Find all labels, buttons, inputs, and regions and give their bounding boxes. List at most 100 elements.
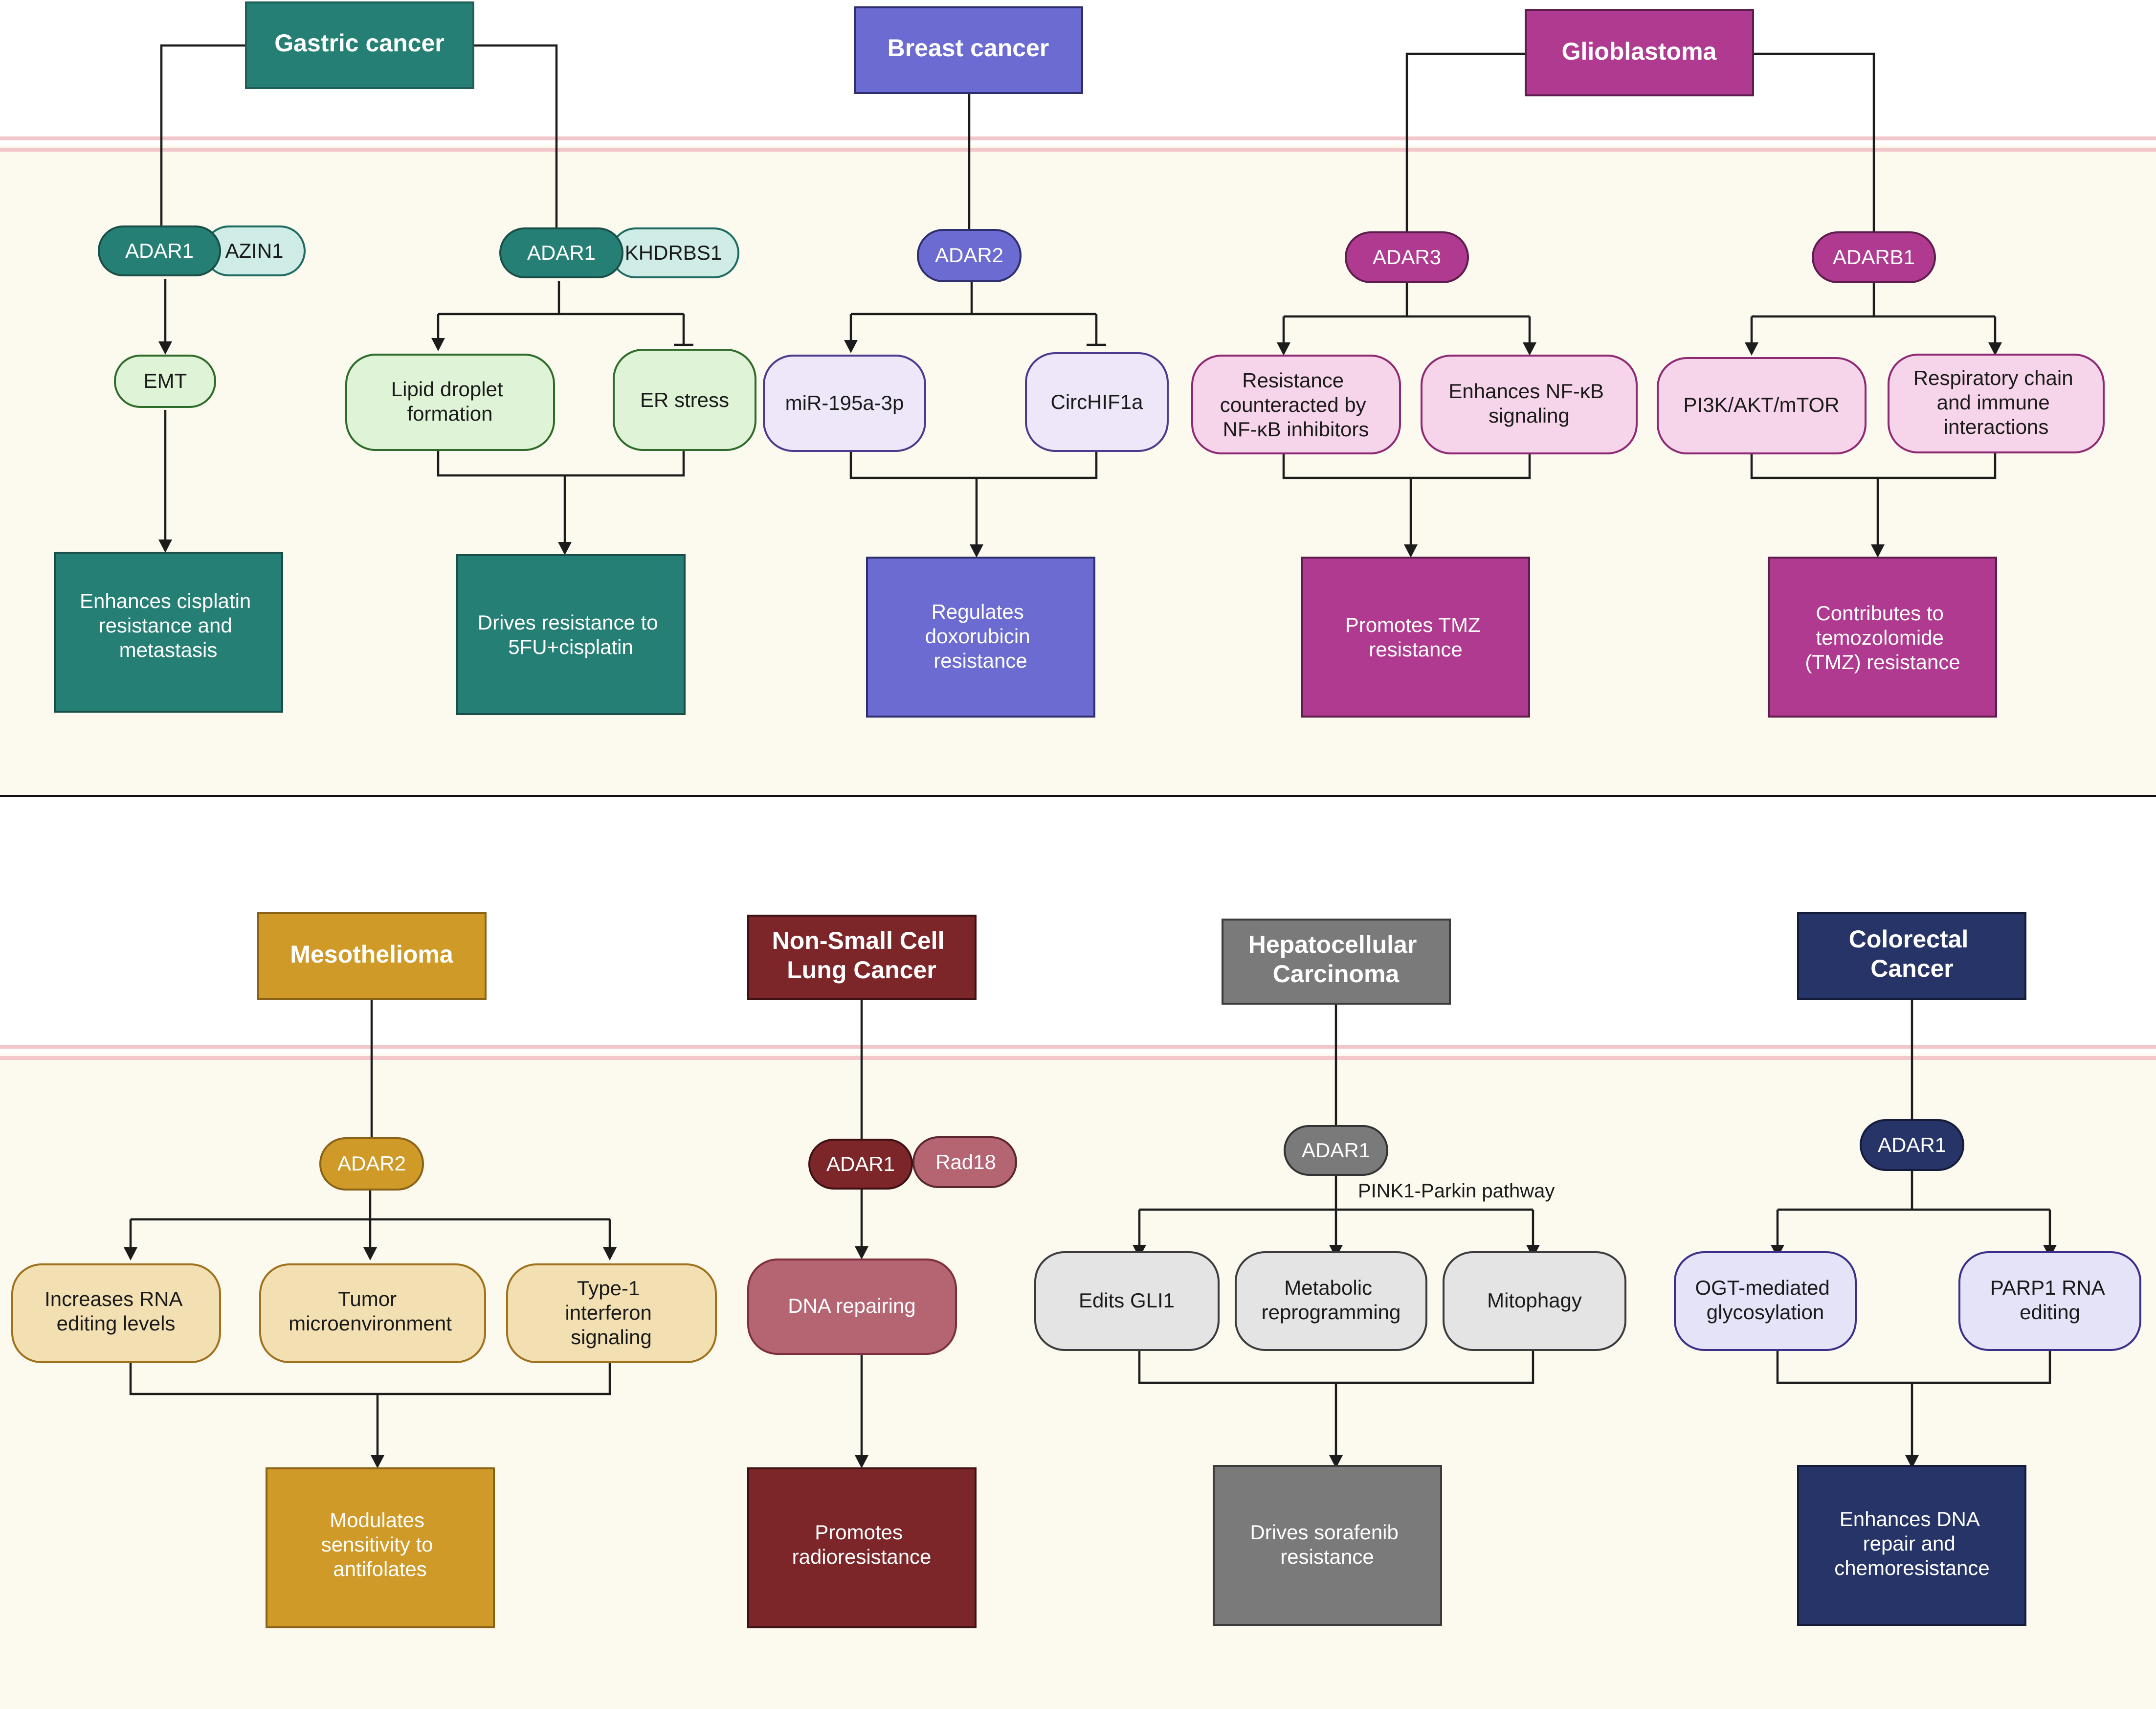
hcc-group: Hepatocellular Carcinoma ADAR1 PINK1-Par… [1034, 919, 1626, 1626]
glio-respiratory-label: Respiratory chain and immune interaction… [1913, 366, 2079, 438]
glio-adar3-pill [1345, 231, 1469, 283]
breast-circ-label: CircHIF1a [1050, 390, 1143, 413]
glio-respiratory-node [1888, 354, 2105, 453]
glio-left-outcome: Promotes TMZ resistance [1345, 613, 1487, 661]
breast-outcome: Regulates doxorubicin resistance [925, 600, 1036, 672]
breast-title: Breast cancer [888, 34, 1049, 62]
nsclc-adar1-pill [808, 1139, 913, 1190]
crc-ogt-node [1674, 1251, 1857, 1351]
hcc-title-box [1222, 919, 1451, 1005]
hcc-pathway-note: PINK1-Parkin pathway [1358, 1180, 1555, 1202]
gastric-emt-label: EMT [144, 369, 187, 392]
gastric-left-adar-pill [98, 225, 221, 276]
breast-mir-node [763, 355, 926, 452]
nsclc-partner-label: Rad18 [935, 1150, 996, 1173]
nsclc-partner-pill [912, 1136, 1017, 1188]
gastric-left-adar-label: ADAR1 [125, 239, 194, 262]
gastric-right-outcome: Drives resistance to 5FU+cisplatin [478, 611, 664, 658]
meso-adar2-label: ADAR2 [337, 1152, 406, 1175]
gastric-left-outcome: Enhances cisplatin resistance and metast… [80, 589, 257, 661]
glio-pi3k-node [1657, 357, 1867, 454]
hcc-adar1-label: ADAR1 [1302, 1139, 1370, 1162]
crc-parp1-label: PARP1 RNA editing [1990, 1276, 2110, 1324]
meso-outcome-box [266, 1467, 495, 1628]
colorectal-title: Colorectal Cancer [1849, 925, 1975, 982]
breast-circ-node [1025, 352, 1169, 452]
hcc-mitophagy-label: Mitophagy [1487, 1289, 1582, 1312]
hcc-gli1-node [1034, 1251, 1220, 1351]
glio-nfkb-node [1421, 355, 1638, 454]
meso-interferon-node [506, 1263, 717, 1363]
gastric-er-stress-node [613, 349, 756, 451]
hcc-title: Hepatocellular Carcinoma [1248, 931, 1423, 988]
hcc-metabolic-label: Metabolic reprogramming [1262, 1276, 1401, 1324]
gastric-title: Gastric cancer [274, 29, 444, 57]
gastric-right-adar-label: ADAR1 [527, 241, 596, 264]
nsclc-group: Non-Small Cell Lung Cancer Rad18 ADAR1 D… [747, 915, 1017, 1628]
nsclc-title: Non-Small Cell Lung Cancer [772, 927, 952, 984]
glio-nfkb-label: Enhances NF-κB signaling [1448, 380, 1609, 427]
gastric-emt-node [114, 355, 216, 408]
meso-outcome: Modulates sensitivity to antifolates [321, 1508, 439, 1580]
gastric-right-partner-label: KHDRBS1 [625, 241, 722, 264]
gastric-lipid-node [345, 354, 555, 451]
meso-adar2-pill [319, 1137, 424, 1191]
glio-pi3k-label: PI3K/AKT/mTOR [1684, 393, 1840, 416]
hcc-mitophagy-node [1443, 1251, 1626, 1351]
glio-resistance-label: Resistance counteracted by NF-κB inhibit… [1220, 369, 1372, 441]
mesothelioma-title-box [257, 912, 487, 1000]
gastric-cancer-group: Gastric cancer AZIN1 ADAR1 EMT Enhances … [54, 1, 756, 715]
crc-ogt-label: OGT-mediated glycosylation [1695, 1276, 1835, 1324]
gastric-left-outcome-box [54, 552, 283, 713]
gastric-lipid-label: Lipid droplet formation [391, 378, 509, 425]
breast-mir-label: miR-195a-3p [785, 391, 904, 414]
mesothelioma-group: Mesothelioma ADAR2 Increases RNA editing… [11, 912, 717, 1628]
breast-title-box [854, 6, 1083, 94]
glio-left-outcome-box [1301, 557, 1530, 718]
gastric-right-adar-pill [499, 227, 623, 278]
nsclc-adar1-label: ADAR1 [826, 1152, 895, 1175]
glioblastoma-title: Glioblastoma [1562, 38, 1717, 65]
glioblastoma-group: Glioblastoma ADAR3 Resistance counteract… [1191, 9, 2105, 718]
arrowheads [124, 338, 2057, 1468]
hcc-metabolic-node [1235, 1251, 1427, 1351]
crc-adar1-label: ADAR1 [1878, 1133, 1946, 1156]
gastric-right-outcome-box [456, 554, 686, 715]
breast-outcome-box [866, 557, 1095, 718]
glio-right-outcome-box [1768, 557, 1997, 718]
meso-tme-label: Tumor microenvironment [289, 1287, 452, 1335]
breast-cancer-group: Breast cancer ADAR2 miR-195a-3p CircHIF1… [763, 6, 1169, 718]
hcc-outcome-box [1213, 1465, 1442, 1626]
crc-outcome: Enhances DNA repair and chemoresistance [1834, 1507, 1989, 1579]
glioblastoma-title-box [1525, 9, 1754, 96]
hcc-outcome: Drives sorafenib resistance [1250, 1521, 1404, 1568]
gastric-left-partner-label: AZIN1 [225, 239, 283, 262]
nsclc-outcome: Promotes radioresistance [792, 1521, 932, 1568]
glio-adar3-label: ADAR3 [1373, 246, 1441, 269]
meso-rna-editing-label: Increases RNA editing levels [44, 1287, 187, 1335]
gastric-title-box [245, 1, 474, 89]
breast-adar-label: ADAR2 [935, 244, 1003, 267]
crc-adar1-pill [1860, 1119, 1964, 1171]
hcc-gli1-label: Edits GLI1 [1079, 1289, 1175, 1312]
nsclc-dna-repair-node [747, 1259, 957, 1355]
colorectal-group: Colorectal Cancer ADAR1 OGT-mediated gly… [1674, 912, 2141, 1626]
gastric-er-stress-label: ER stress [640, 388, 729, 411]
meso-tme-node [259, 1263, 486, 1363]
glio-right-outcome: Contributes to temozolomide (TMZ) resist… [1805, 602, 1960, 674]
meso-interferon-label: Type-1 interferon signaling [565, 1277, 657, 1349]
breast-adar-pill [917, 229, 1022, 282]
nsclc-outcome-box [747, 1467, 977, 1628]
mesothelioma-title: Mesothelioma [290, 941, 454, 968]
nsclc-title-box [747, 915, 977, 1000]
connectors [129, 44, 2051, 1458]
glio-adarb1-pill [1812, 231, 1936, 283]
crc-parp1-node [1958, 1251, 2141, 1351]
nsclc-dna-repair-label: DNA repairing [788, 1294, 915, 1317]
crc-outcome-box [1797, 1465, 2026, 1626]
glio-adarb1-label: ADARB1 [1833, 246, 1915, 269]
hcc-adar1-pill [1284, 1125, 1388, 1176]
glio-resistance-node [1191, 355, 1401, 454]
